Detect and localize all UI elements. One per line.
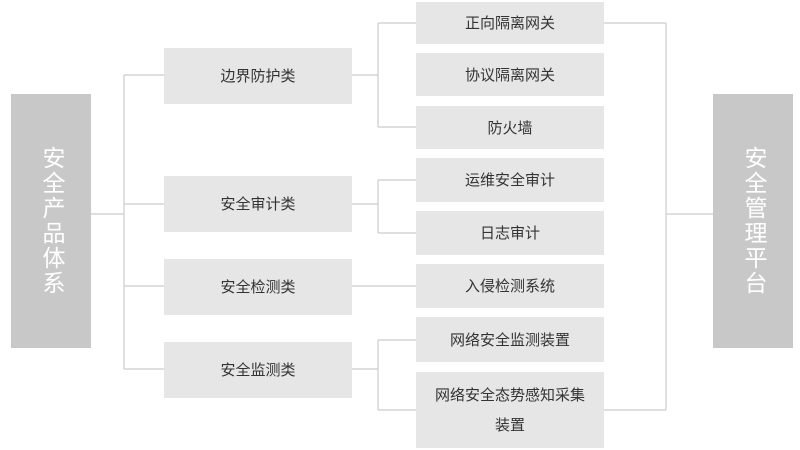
item-label: 网络安全态势感知采集装置 <box>435 386 586 434</box>
item-label: 正向隔离网关 <box>464 14 555 32</box>
category-security-monitoring: 安全监测类 <box>164 342 352 398</box>
item-situation-awareness-collector: 网络安全态势感知采集装置 <box>416 372 604 448</box>
item-log-audit: 日志审计 <box>416 211 604 255</box>
category-security-detection: 安全检测类 <box>164 259 352 315</box>
item-network-security-monitor: 网络安全监测装置 <box>416 317 604 362</box>
item-label: 网络安全监测装置 <box>449 330 570 349</box>
item-label: 防火墙 <box>487 118 533 137</box>
item-label: 协议隔离网关 <box>464 65 555 84</box>
item-forward-isolation-gateway: 正向隔离网关 <box>416 2 604 44</box>
item-label: 入侵检测系统 <box>464 277 555 295</box>
item-firewall: 防火墙 <box>416 106 604 149</box>
category-boundary-protection: 边界防护类 <box>164 48 352 104</box>
item-intrusion-detection-system: 入侵检测系统 <box>416 264 604 308</box>
item-protocol-isolation-gateway: 协议隔离网关 <box>416 53 604 96</box>
item-label: 运维安全审计 <box>464 171 555 189</box>
security-management-platform: 安全管理平台 <box>713 94 793 348</box>
item-label: 日志审计 <box>479 224 540 242</box>
category-security-audit: 安全审计类 <box>164 176 352 232</box>
item-ops-security-audit: 运维安全审计 <box>416 158 604 202</box>
product-system-root: 安全产品体系 <box>11 94 91 348</box>
